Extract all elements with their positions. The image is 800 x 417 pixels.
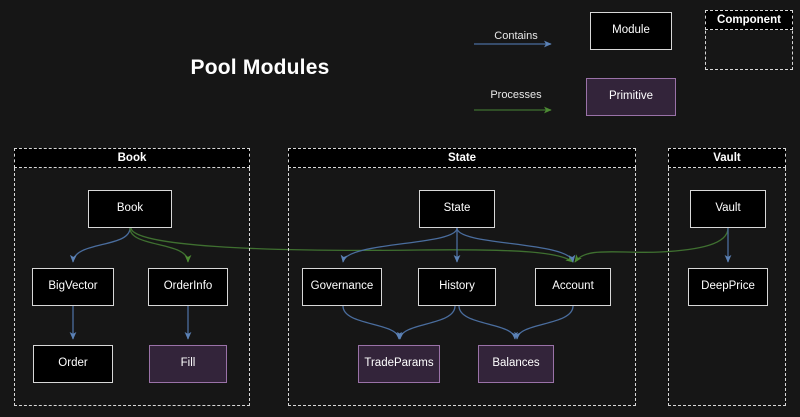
node-fill[interactable]: Fill: [149, 345, 227, 383]
legend-primitive-box: Primitive: [586, 78, 676, 116]
node-governance[interactable]: Governance: [302, 268, 382, 306]
node-order[interactable]: Order: [33, 345, 113, 383]
node-history[interactable]: History: [418, 268, 496, 306]
legend-contains-label: Contains: [494, 30, 538, 42]
node-balances[interactable]: Balances: [478, 345, 554, 383]
node-tradeparams[interactable]: TradeParams: [358, 345, 440, 383]
group-header-state: State: [288, 148, 636, 168]
node-state[interactable]: State: [419, 190, 495, 228]
node-bigvector[interactable]: BigVector: [32, 268, 114, 306]
page-title: Pool Modules: [190, 56, 330, 79]
node-book[interactable]: Book: [88, 190, 172, 228]
legend-processes-label: Processes: [490, 89, 542, 101]
legend-module-box: Module: [590, 12, 672, 50]
node-account[interactable]: Account: [535, 268, 611, 306]
node-vault[interactable]: Vault: [690, 190, 766, 228]
node-deepprice[interactable]: DeepPrice: [688, 268, 768, 306]
group-header-book: Book: [14, 148, 250, 168]
group-header-vault: Vault: [668, 148, 786, 168]
node-orderinfo[interactable]: OrderInfo: [148, 268, 228, 306]
legend-component-label: Component: [705, 10, 793, 30]
